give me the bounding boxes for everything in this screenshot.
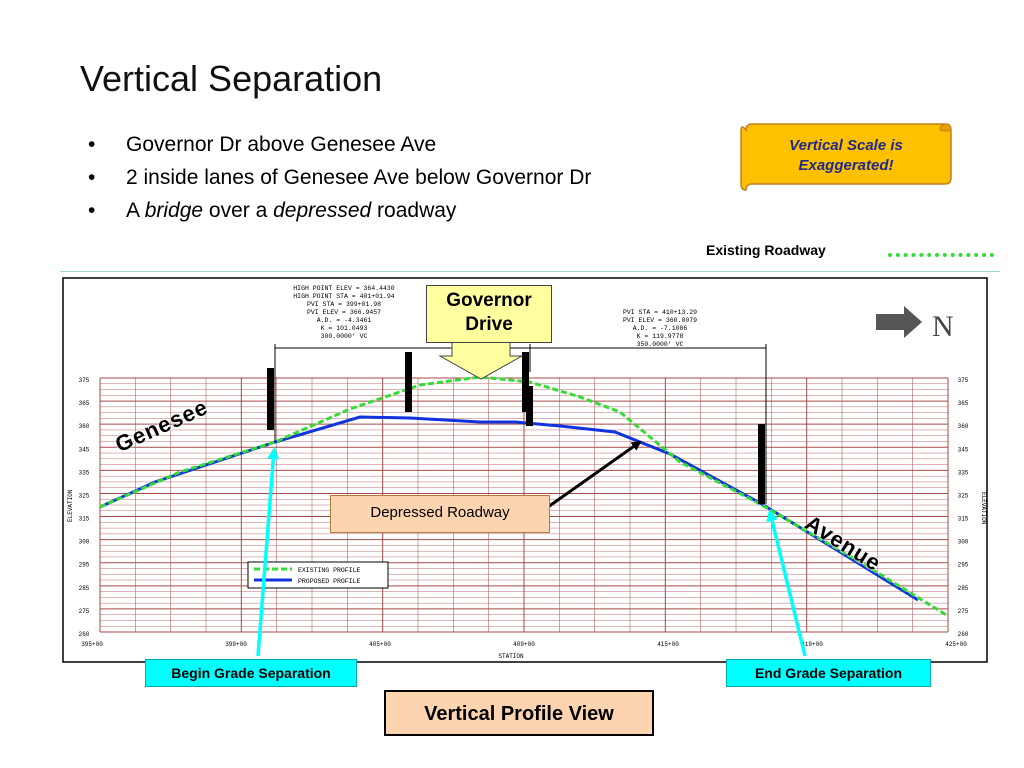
pvi-note-line: A.D. = -7.1086 bbox=[633, 325, 688, 332]
scale-note-line1: Vertical Scale is bbox=[789, 137, 903, 154]
bullet-item: • 2 inside lanes of Genesee Ave below Gov… bbox=[88, 161, 591, 194]
existing-roadway-label: Existing Roadway bbox=[706, 242, 826, 258]
elevation-tick-label: 345 bbox=[958, 446, 969, 453]
elevation-ticks-right: 375 365 360 345 335 325 315 300 295 285 275 260 bbox=[958, 377, 969, 638]
existing-profile-line bbox=[99, 375, 949, 618]
elevation-tick-label: 285 bbox=[79, 585, 90, 592]
begin-grade-separation-label: Begin Grade Separation bbox=[145, 659, 357, 687]
pvi-note-line: PVI ELEV = 360.0079 bbox=[623, 317, 697, 324]
slide-title: Vertical Separation bbox=[80, 58, 383, 99]
station-tick-label: 419+00 bbox=[801, 641, 823, 648]
bullet-text: bridge bbox=[144, 199, 204, 222]
bullet-dot: • bbox=[88, 166, 96, 189]
end-grade-separation-arrow bbox=[766, 509, 807, 657]
elevation-tick-label: 335 bbox=[79, 469, 90, 476]
elevation-tick-label: 345 bbox=[79, 446, 90, 453]
governor-callout-arrow bbox=[438, 341, 524, 380]
elevation-tick-label: 300 bbox=[958, 539, 969, 546]
bullet-item: • Governor Dr above Genesee Ave bbox=[88, 128, 591, 161]
scroll-shape bbox=[740, 123, 952, 191]
pvi-note-line: 350.0000' VC bbox=[637, 341, 684, 348]
bullet-text: Governor Dr above Genesee Ave bbox=[126, 133, 437, 156]
scale-note-line2: Exaggerated! bbox=[798, 157, 894, 174]
governor-drive-callout: Governor Drive bbox=[426, 285, 552, 343]
vertical-profile-view-label: Vertical Profile View bbox=[384, 690, 654, 736]
elevation-tick-label: 325 bbox=[79, 492, 90, 499]
scale-note-scroll: Vertical Scale is Exaggerated! bbox=[740, 122, 952, 192]
elevation-tick-label: 365 bbox=[79, 400, 90, 407]
elevation-axis-label-left: ELEVATION bbox=[67, 489, 74, 522]
bullet-text: over a bbox=[203, 199, 274, 222]
legend-proposed-text: PROPOSED PROFILE bbox=[298, 578, 361, 585]
governor-line1: Governor bbox=[446, 290, 532, 311]
high-point-note-line: PVI ELEV = 366.9457 bbox=[307, 309, 381, 316]
station-tick-label: 415+00 bbox=[657, 641, 679, 648]
station-tick-label: 425+00 bbox=[945, 641, 967, 648]
elevation-tick-label: 360 bbox=[79, 423, 90, 430]
station-tick-label: 395+00 bbox=[81, 641, 103, 648]
north-label: N bbox=[932, 310, 954, 343]
elevation-tick-label: 300 bbox=[79, 539, 90, 546]
depressed-roadway-arrow bbox=[547, 440, 642, 509]
elevation-tick-label: 375 bbox=[958, 377, 969, 384]
elevation-tick-label: 295 bbox=[958, 562, 969, 569]
end-grade-separation-label: End Grade Separation bbox=[726, 659, 931, 687]
elevation-tick-label: 360 bbox=[958, 423, 969, 430]
high-point-note-line: HIGH POINT STA = 401+01.94 bbox=[293, 293, 395, 300]
depressed-roadway-callout: Depressed Roadway bbox=[330, 495, 550, 533]
bullet-text: roadway bbox=[371, 199, 457, 222]
bullet-text: depressed bbox=[273, 199, 372, 222]
north-arrow-icon bbox=[876, 306, 922, 338]
station-tick-label: 405+00 bbox=[369, 641, 391, 648]
high-point-note-line: K = 101.0493 bbox=[321, 325, 368, 332]
divider-line bbox=[60, 271, 1000, 272]
elevation-tick-label: 315 bbox=[79, 516, 90, 523]
pvi-note-line: K = 119.9778 bbox=[637, 333, 684, 340]
bullet-dot: • bbox=[88, 199, 96, 222]
elevation-tick-label: 315 bbox=[958, 516, 969, 523]
elevation-tick-label: 365 bbox=[958, 400, 969, 407]
elevation-tick-label: 295 bbox=[79, 562, 90, 569]
station-marks bbox=[267, 352, 765, 504]
elevation-tick-label: 260 bbox=[79, 631, 90, 638]
elevation-tick-label: 285 bbox=[958, 585, 969, 592]
high-point-note-line: HIGH POINT ELEV = 364.4430 bbox=[293, 285, 395, 292]
station-axis-label: STATION bbox=[498, 653, 524, 660]
bullet-list: • Governor Dr above Genesee Ave • 2 inside … bbox=[88, 128, 591, 227]
bullet-text: A bbox=[126, 199, 145, 222]
high-point-note-line: 300.0000' VC bbox=[321, 333, 368, 340]
elevation-tick-label: 275 bbox=[79, 608, 90, 615]
station-ticks: 395+00 399+00 405+00 409+00 415+00 419+00 425+… bbox=[81, 641, 967, 648]
legend-existing-text: EXISTING PROFILE bbox=[298, 567, 361, 574]
existing-roadway-legend-line bbox=[888, 253, 994, 257]
bullet-text: 2 inside lanes of Genesee Ave below Gove… bbox=[126, 166, 592, 189]
elevation-tick-label: 275 bbox=[958, 608, 969, 615]
bullet-item: • A bridge over a depressed roadway bbox=[88, 194, 591, 227]
elevation-tick-label: 375 bbox=[79, 377, 90, 384]
station-tick-label: 399+00 bbox=[225, 641, 247, 648]
bullet-dot: • bbox=[88, 133, 96, 156]
elevation-axis-label-right: ELEVATION bbox=[980, 492, 987, 525]
elevation-tick-label: 260 bbox=[958, 631, 969, 638]
elevation-tick-label: 335 bbox=[958, 469, 969, 476]
high-point-note-line: PVI STA = 399+01.98 bbox=[307, 301, 381, 308]
governor-line2: Drive bbox=[465, 314, 513, 335]
station-tick-label: 409+00 bbox=[513, 641, 535, 648]
elevation-tick-label: 325 bbox=[958, 492, 969, 499]
begin-grade-separation-arrow bbox=[256, 447, 280, 657]
profile-legend bbox=[247, 561, 389, 589]
high-point-note-line: A.D. = -4.3461 bbox=[317, 317, 372, 324]
elevation-ticks-left: 375 365 360 345 335 325 315 300 295 285 275 260 bbox=[79, 377, 90, 638]
pvi-note-line: PVI STA = 410+13.29 bbox=[623, 309, 697, 316]
